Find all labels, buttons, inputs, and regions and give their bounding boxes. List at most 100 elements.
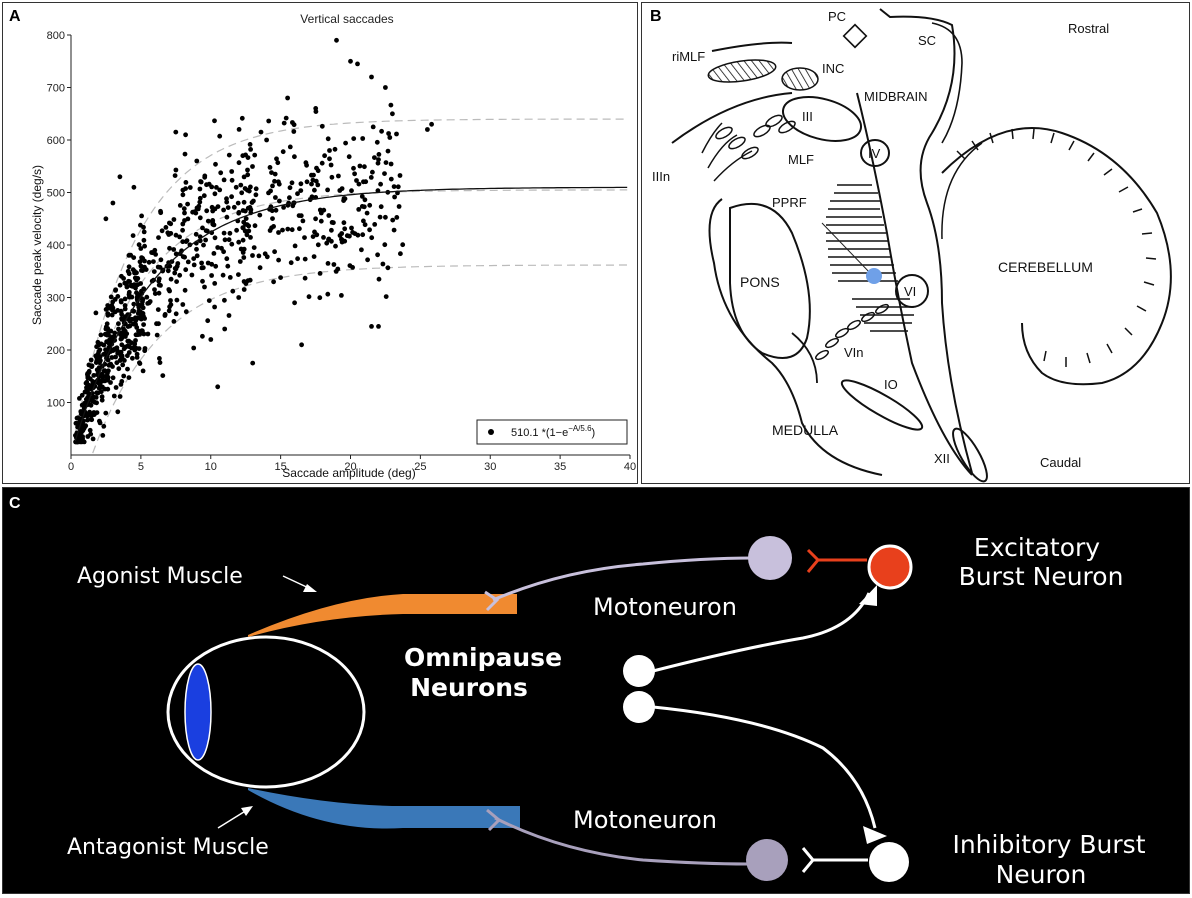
label-mlf: MLF [788,152,814,167]
agonist-muscle [248,594,517,637]
scatter-point [240,208,246,213]
scatter-point [292,154,297,160]
label-xii: XII [934,451,950,466]
scatter-point [250,253,255,258]
scatter-point [271,224,276,229]
scatter-point [233,184,239,190]
scatter-point [201,242,206,248]
label-pons: PONS [740,274,780,290]
scatter-point [180,187,186,193]
scatter-point [315,242,321,248]
scatter-point [167,245,172,251]
scatter-point [180,227,186,233]
scatter-point [368,175,374,180]
scatter-point [376,157,381,163]
scatter-point [319,123,325,129]
x-tick-label: 20 [344,461,356,473]
scatter-point [130,355,135,361]
scatter-point [281,120,287,126]
scatter-point [197,186,203,192]
label-caudal: Caudal [1040,455,1081,470]
scatter-point [367,227,372,233]
scatter-point [349,225,354,231]
scatter-point [370,124,376,130]
scatter-point [319,160,325,166]
scatter-point [187,185,193,190]
scatter-point [429,121,434,127]
scatter-point [133,315,138,321]
scatter-point [369,74,374,80]
scatter-point [171,247,177,252]
scatter-point [329,174,335,180]
scatter-point [89,413,95,418]
scatter-point [273,195,278,200]
scatter-point [348,58,353,64]
scatter-point [174,297,180,303]
scatter-point [211,251,217,256]
scatter-point [89,363,95,369]
scatter-point [112,309,118,315]
scatter-point [388,176,394,182]
scatter-point [267,165,273,170]
scatter-point [398,251,403,257]
vin-fibers [815,303,889,361]
scatter-point [212,235,218,241]
scatter-point [183,132,189,138]
scatter-point [221,249,227,255]
scatter-point [299,342,304,348]
y-tick-label: 200 [47,345,65,357]
scatter-point [97,360,102,366]
scatter-point [355,61,360,67]
scatter-point [272,178,277,184]
scatter-point [200,333,205,339]
scatter-point [97,380,103,386]
scatter-point [200,278,205,284]
label-excitatory-line2: Burst Neuron [959,562,1124,591]
scatter-point [222,237,228,243]
scatter-point [224,214,230,220]
scatter-point [83,380,89,386]
scatter-point [397,173,403,178]
panel-label-b: B [650,8,662,25]
scatter-point [264,137,269,143]
scatter-point [359,247,364,253]
scatter-point [141,229,147,235]
x-tick-label: 15 [275,461,287,473]
x-tick-label: 10 [205,461,217,473]
scatter-point [262,251,268,257]
label-inhibitory-line1: Inhibitory Burst [952,830,1145,859]
scatter-point [425,127,430,132]
scatter-point [336,173,341,179]
motoneuron-bottom [746,839,788,881]
scatter-point [156,235,161,241]
scatter-point [159,228,165,234]
scatter-point [128,340,134,346]
label-omnipause-line1: Omnipause [404,643,562,672]
scatter-point [173,167,179,173]
scatter-point [185,201,191,207]
scatter-point [226,152,232,158]
scatter-point [213,263,219,269]
scatter-point [126,264,132,270]
scatter-point [118,332,123,338]
scatter-point [106,305,112,311]
scatter-point [113,385,119,390]
scatter-point [242,228,248,234]
scatter-point [313,216,318,222]
scatter-point [387,135,393,140]
scatter-point [94,410,100,415]
pprf-pointer [821,222,873,276]
scatter-point [142,258,147,264]
motoneuron-top-axon [492,556,754,602]
scatter-point [258,129,264,135]
scatter-point [212,206,218,212]
scatter-point [120,362,126,368]
scatter-point [288,260,294,266]
scatter-point [271,279,276,285]
x-axis-label: Saccade amplitude (deg) [282,466,415,480]
scatter-point [220,272,226,278]
brainstem-svg: B [650,8,1172,483]
scatter-point [210,218,216,223]
scatter-point [375,160,381,166]
scatter-point [304,179,310,185]
